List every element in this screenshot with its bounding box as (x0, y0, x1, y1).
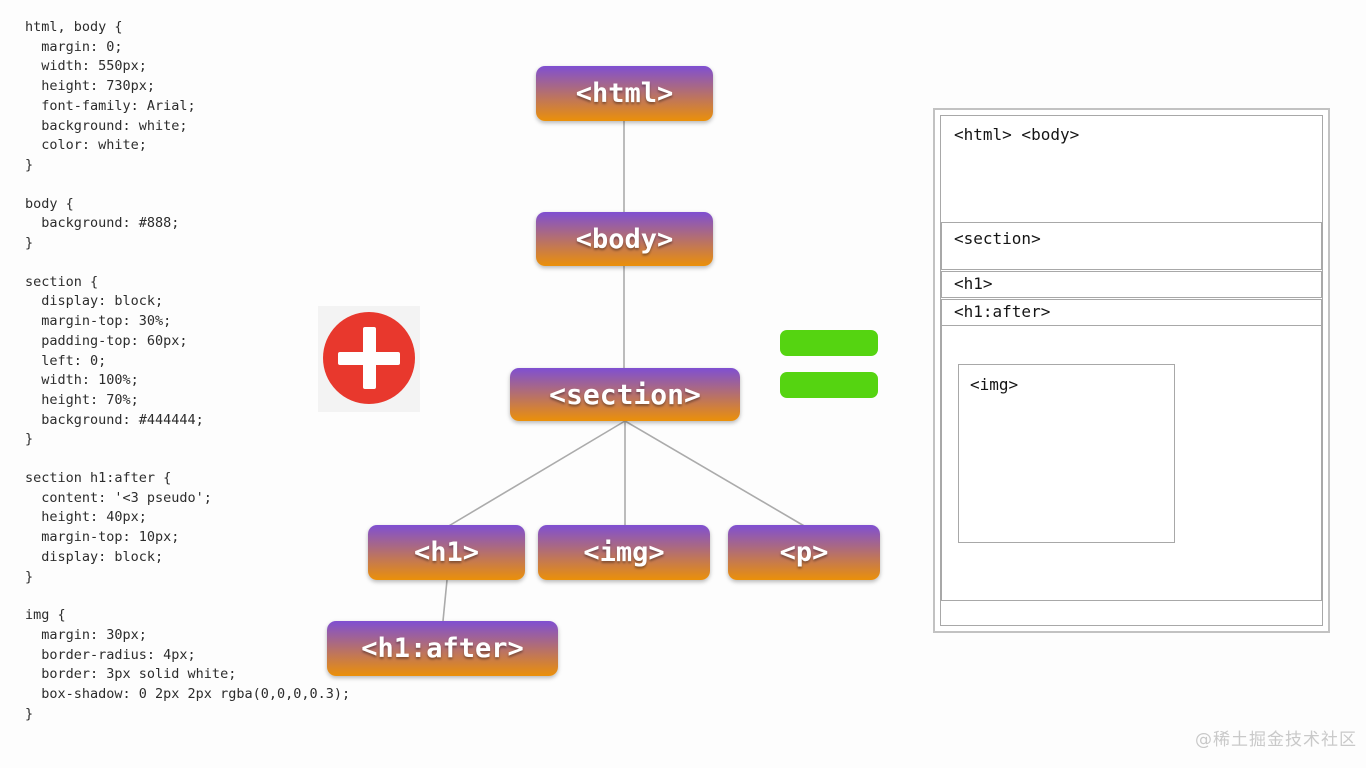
wireframe-h1-box: <h1> (941, 271, 1322, 298)
tree-node-h1-after: <h1:after> (327, 621, 558, 676)
wireframe-section-label: <section> (954, 229, 1041, 248)
wireframe-html-body-label: <html> <body> (954, 125, 1080, 144)
wireframe-h1-after-box: <h1:after> (941, 299, 1322, 326)
wireframe-img-box: <img> (958, 364, 1175, 543)
tree-node-section: <section> (510, 368, 740, 421)
equals-bottom-bar (780, 372, 878, 398)
tree-node-p: <p> (728, 525, 880, 580)
css-block-h1-after: section h1:after { content: '<3 pseudo';… (25, 470, 212, 585)
wireframe-h1-after-label: <h1:after> (954, 302, 1051, 321)
css-block-html-body: html, body { margin: 0; width: 550px; he… (25, 19, 196, 173)
wireframe-section-box: <section> (941, 222, 1322, 270)
css-block-body: body { background: #888; } (25, 195, 180, 252)
equals-top-bar (780, 330, 878, 356)
equals-icon (780, 330, 878, 398)
tree-node-h1: <h1> (368, 525, 525, 580)
plus-icon (318, 306, 420, 412)
tree-node-html: <html> (536, 66, 713, 121)
css-code-panel: html, body { margin: 0; width: 550px; he… (25, 18, 350, 744)
css-block-img: img { margin: 30px; border-radius: 4px; … (25, 607, 351, 722)
tree-node-img: <img> (538, 525, 710, 580)
tree-node-body: <body> (536, 212, 713, 266)
wireframe-h1-label: <h1> (954, 274, 993, 293)
result-wireframe-panel: <html> <body> <section> <h1> <h1:after> … (933, 108, 1330, 633)
watermark: @稀土掘金技术社区 (1195, 730, 1357, 750)
plus-vertical-bar (362, 327, 376, 389)
wireframe-img-label: <img> (970, 375, 1019, 394)
css-block-section: section { display: block; margin-top: 30… (25, 273, 204, 448)
wireframe-section-content-box: <img> (941, 325, 1322, 601)
wireframe-html-body-frame: <html> <body> <section> <h1> <h1:after> … (940, 115, 1323, 626)
plus-circle (323, 312, 415, 404)
wireframe-html-body-area: <html> <body> (941, 116, 1322, 221)
